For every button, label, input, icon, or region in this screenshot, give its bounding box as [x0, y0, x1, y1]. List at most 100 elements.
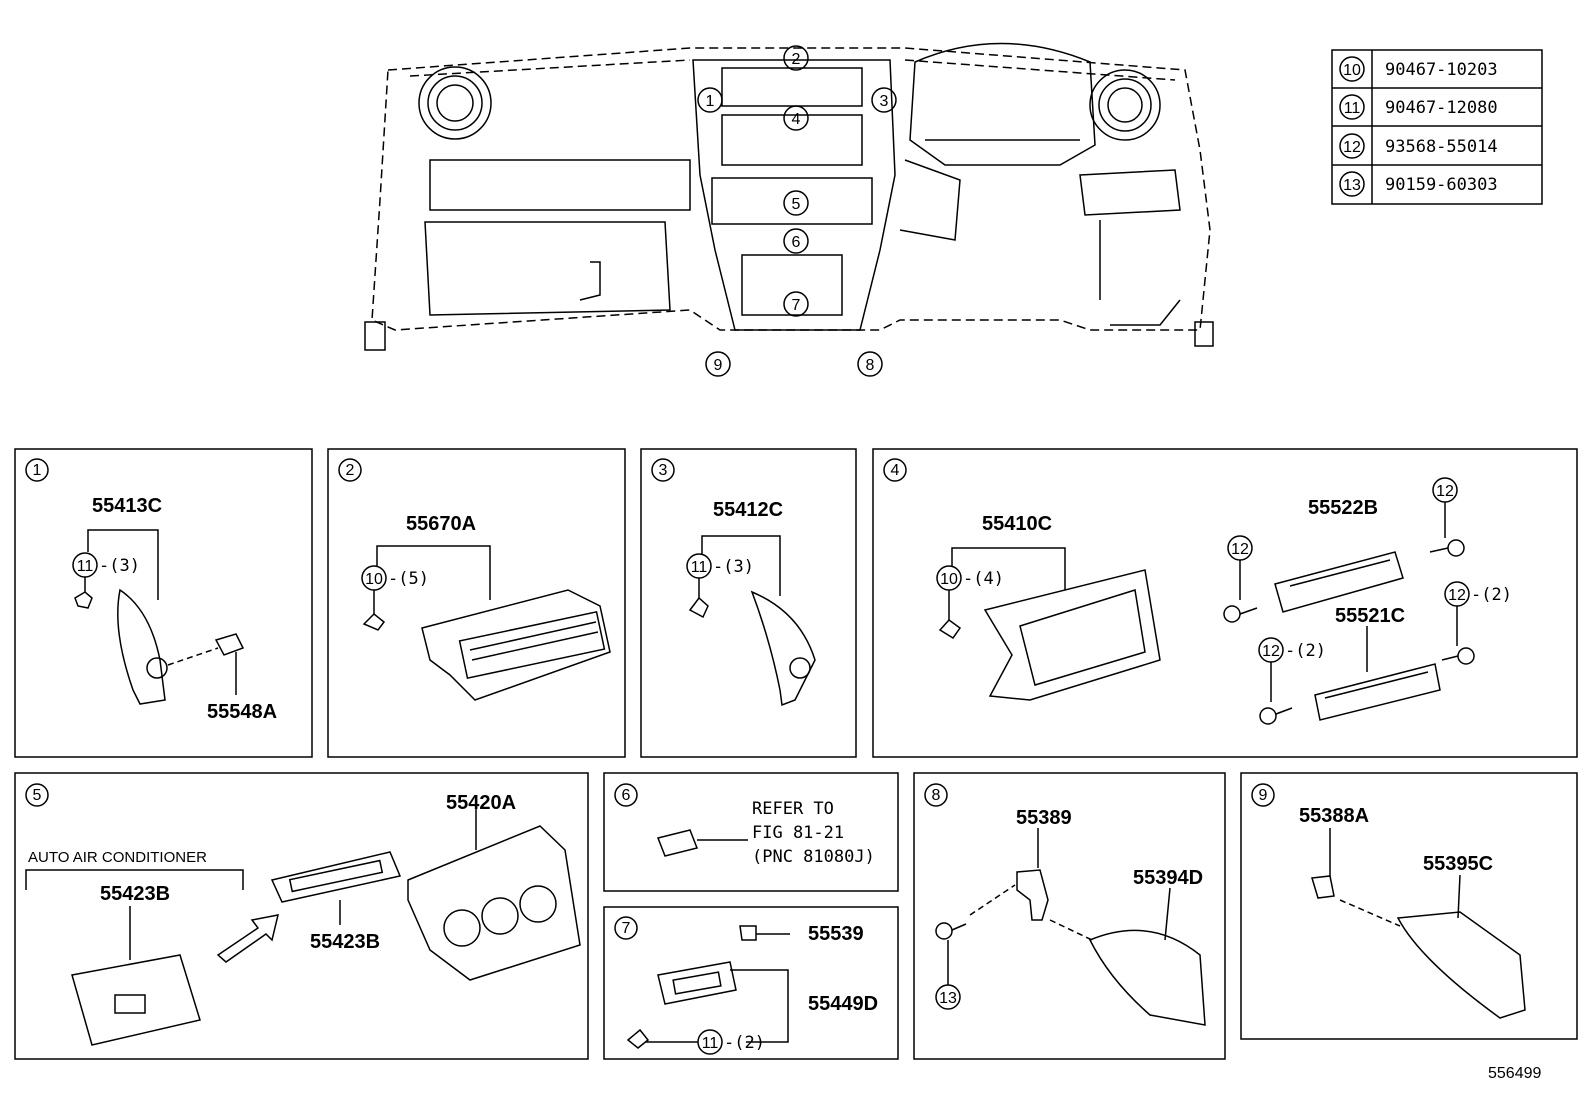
dashboard-overview	[364, 42, 1214, 377]
qty-panel7: -(2)	[724, 1033, 765, 1053]
arrow-icon	[216, 914, 280, 963]
panel-number-8: 8	[932, 787, 941, 804]
label-55539: 55539	[808, 923, 864, 945]
clip-icon	[938, 618, 962, 640]
panel-number-6: 6	[622, 787, 631, 804]
label-55413C: 55413C	[92, 495, 162, 517]
overview-callout-3: 3	[880, 93, 889, 110]
table-ref-10: 10	[1343, 62, 1361, 79]
label-55412C: 55412C	[713, 499, 783, 521]
overview-callout-2: 2	[792, 51, 801, 68]
panel-7-drawing	[626, 925, 790, 1055]
knob-icon	[214, 633, 245, 656]
refer-line-3: (PNC 81080J)	[752, 847, 875, 867]
label-55423B-right: 55423B	[310, 931, 380, 953]
overview-callout-7: 7	[792, 297, 801, 314]
clip-icon	[626, 1028, 650, 1049]
qty-panel1: -(3)	[99, 556, 140, 576]
qty-panel4-12-c: -(2)	[1471, 585, 1512, 605]
ref-12-screw-a: 12	[1231, 541, 1249, 558]
clip-icon	[362, 612, 386, 631]
ac-module-icon	[71, 954, 201, 1046]
bezel-left-icon	[117, 588, 166, 705]
label-55389: 55389	[1016, 807, 1072, 829]
panel-6-drawing	[656, 829, 748, 857]
auto-ac-note: AUTO AIR CONDITIONER	[28, 849, 207, 866]
refer-line-1: REFER TO	[752, 799, 834, 819]
qty-panel2: -(5)	[388, 569, 429, 589]
center-vent-icon	[421, 589, 611, 701]
panel-number-4: 4	[891, 462, 900, 479]
overview-callout-9: 9	[714, 357, 723, 374]
table-ref-12: 12	[1343, 139, 1361, 156]
ref-11-panel7: 11	[702, 1035, 719, 1052]
lower-cover-icon	[1088, 929, 1206, 1026]
clip-icon	[1311, 875, 1335, 899]
ref-10-panel2: 10	[365, 571, 383, 588]
ref-12-screw-c: 12	[1448, 587, 1466, 604]
label-55423B-left: 55423B	[100, 883, 170, 905]
panel-number-3: 3	[659, 462, 668, 479]
label-55521C: 55521C	[1335, 605, 1405, 627]
switch-icon	[656, 829, 699, 857]
left-vent-icon	[418, 66, 492, 140]
panel-8-drawing	[935, 828, 1206, 1026]
refer-line-2: FIG 81-21	[752, 823, 844, 843]
ref-11-panel1: 11	[77, 558, 94, 575]
panel-3-drawing	[686, 535, 816, 707]
bezel-right-icon	[750, 590, 816, 707]
right-vent-icon	[1089, 69, 1161, 141]
overview-callout-4: 4	[792, 111, 801, 128]
side-cover-icon	[1396, 911, 1526, 1019]
label-55395C: 55395C	[1423, 853, 1493, 875]
pocket-lower-icon	[1314, 663, 1441, 721]
table-part-10: 90467-10203	[1385, 60, 1498, 80]
ac-panel-icon	[270, 851, 402, 903]
label-55522B: 55522B	[1308, 497, 1378, 519]
table-ref-13: 13	[1343, 177, 1361, 194]
label-55670A: 55670A	[406, 513, 476, 535]
panel-frames	[14, 448, 1578, 1060]
panel-number-1: 1	[33, 462, 42, 479]
panel-number-5: 5	[33, 787, 42, 804]
ref-13-panel8: 13	[939, 990, 957, 1007]
pocket-upper-icon	[1274, 551, 1404, 613]
panel-1-drawing	[72, 529, 245, 705]
panel-5-drawing	[25, 805, 581, 1046]
panel-4-drawing	[936, 477, 1475, 725]
panel-number-7: 7	[622, 920, 631, 937]
audio-bezel-icon	[983, 569, 1161, 701]
qty-panel4-12-d: -(2)	[1285, 641, 1326, 661]
label-55449D: 55449D	[808, 993, 878, 1015]
parts-table	[1331, 49, 1543, 205]
label-55410C: 55410C	[982, 513, 1052, 535]
label-55394D: 55394D	[1133, 867, 1203, 889]
clip-icon	[74, 591, 93, 609]
panel-2-drawing	[361, 545, 611, 701]
clip-icon	[688, 596, 709, 619]
panel-number-2: 2	[346, 462, 355, 479]
label-55388A: 55388A	[1299, 805, 1369, 827]
overview-callout-5: 5	[792, 196, 801, 213]
small-clip-icon	[739, 925, 757, 941]
ref-12-screw-d: 12	[1262, 643, 1280, 660]
table-part-13: 90159-60303	[1385, 175, 1498, 195]
qty-panel4-10: -(4)	[963, 569, 1004, 589]
center-cluster-icon	[407, 825, 581, 981]
overview-callout-8: 8	[866, 357, 875, 374]
table-part-12: 93568-55014	[1385, 137, 1498, 157]
table-part-11: 90467-12080	[1385, 98, 1498, 118]
overview-callout-6: 6	[792, 234, 801, 251]
ref-12-screw-b: 12	[1436, 483, 1454, 500]
label-55548A: 55548A	[207, 701, 277, 723]
switch-base-icon	[657, 961, 737, 1005]
overview-callout-1: 1	[706, 93, 715, 110]
panel-9-drawing	[1311, 828, 1526, 1019]
ref-10-panel4: 10	[940, 571, 958, 588]
label-55420A: 55420A	[446, 792, 516, 814]
ref-11-panel3: 11	[691, 559, 708, 576]
qty-panel3: -(3)	[713, 557, 754, 577]
table-ref-11: 11	[1344, 100, 1361, 117]
panel-number-9: 9	[1259, 787, 1268, 804]
